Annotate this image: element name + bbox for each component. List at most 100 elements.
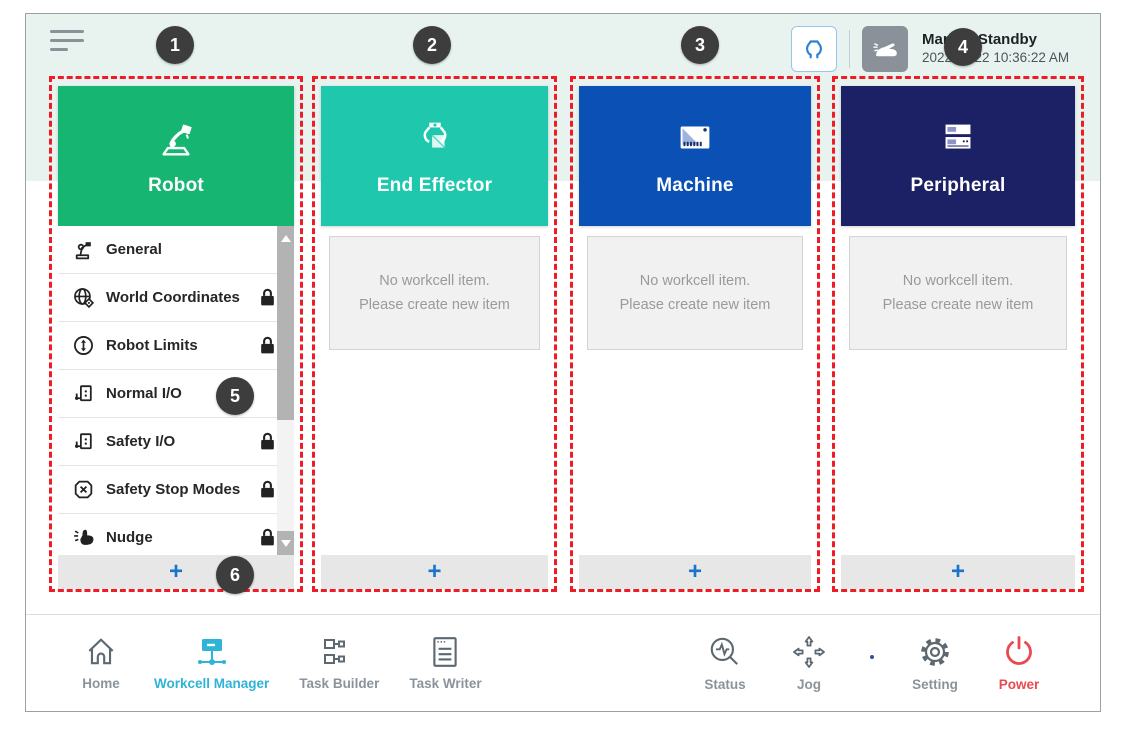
- lock-icon: [259, 432, 276, 451]
- task-builder-icon: [321, 635, 357, 669]
- machine-empty-placeholder: No workcell item. Please create new item: [587, 236, 803, 350]
- list-item-world-coordinates[interactable]: World Coordinates: [58, 274, 294, 322]
- plus-icon: +: [427, 558, 442, 585]
- plus-icon: +: [950, 558, 965, 585]
- empty-text-line1: No workcell item.: [639, 273, 751, 289]
- hamburger-menu-icon[interactable]: [50, 30, 88, 60]
- lock-icon: [259, 336, 276, 355]
- list-item-nudge[interactable]: Nudge: [58, 514, 294, 555]
- empty-text-line1: No workcell item.: [902, 273, 1014, 289]
- scroll-up-button[interactable]: [277, 226, 294, 250]
- task-writer-icon: [428, 635, 462, 669]
- nav-label: Workcell Manager: [154, 676, 270, 691]
- empty-text-line2: Please create new item: [619, 297, 771, 313]
- plus-icon: +: [687, 558, 702, 585]
- peripheral-icon: [935, 115, 981, 161]
- end-effector-icon: [412, 115, 458, 161]
- end-effector-category-tile[interactable]: End Effector: [321, 86, 548, 226]
- nav-label: Task Writer: [409, 676, 482, 691]
- list-item-label: World Coordinates: [106, 289, 240, 306]
- robot-icon: [153, 115, 199, 161]
- end-effector-add-item-button[interactable]: +: [321, 555, 548, 589]
- gripper-icon: [799, 34, 829, 64]
- nudge-icon: [68, 526, 98, 549]
- hand-guide-button[interactable]: [862, 26, 908, 72]
- scroll-up-icon: [280, 234, 291, 242]
- list-item-label: Nudge: [106, 529, 153, 546]
- list-item-label: General: [106, 241, 162, 258]
- robot-list-scrollbar[interactable]: [277, 226, 294, 555]
- safety-io-icon: [68, 430, 98, 453]
- robot-limits-icon: [68, 334, 98, 357]
- list-item-normal-io[interactable]: Normal I/O: [58, 370, 294, 418]
- nav-label: Task Builder: [299, 676, 380, 691]
- list-item-label: Robot Limits: [106, 337, 198, 354]
- nav-workcell-manager[interactable]: Workcell Manager: [154, 635, 269, 691]
- end-effector-tile-label: End Effector: [376, 175, 493, 196]
- machine-icon: [672, 115, 718, 161]
- setting-icon: [917, 634, 953, 670]
- annotation-badge-6: 6: [216, 556, 254, 594]
- scroll-down-button[interactable]: [277, 531, 294, 555]
- nav-label: Jog: [796, 677, 821, 692]
- annotation-region-end-effector: End Effector No workcell item. Please cr…: [312, 76, 557, 592]
- topbar-divider: [849, 30, 850, 68]
- world-coordinates-icon: [68, 286, 98, 309]
- scrollbar-thumb[interactable]: [277, 250, 294, 420]
- empty-text-line1: No workcell item.: [379, 273, 490, 289]
- machine-add-item-button[interactable]: +: [579, 555, 811, 589]
- annotation-region-robot: Robot General: [49, 76, 303, 592]
- empty-text-line2: Please create new item: [359, 297, 510, 313]
- list-item-safety-stop-modes[interactable]: Safety Stop Modes: [58, 466, 294, 514]
- gripper-mode-button[interactable]: [791, 26, 837, 72]
- nav-task-builder[interactable]: Task Builder: [299, 635, 379, 691]
- plus-icon: +: [168, 558, 183, 585]
- nav-label: Setting: [912, 677, 958, 692]
- nav-home[interactable]: Home: [78, 635, 124, 691]
- topbar-right: Manual Standby 2022.02.22 10:36:22 AM: [791, 24, 1088, 74]
- robot-tile-label: Robot: [148, 175, 204, 196]
- annotation-badge-4: 4: [944, 28, 982, 66]
- nav-task-writer[interactable]: Task Writer: [409, 635, 482, 691]
- hand-icon: [869, 33, 901, 65]
- peripheral-tile-label: Peripheral: [910, 175, 1006, 196]
- peripheral-category-tile[interactable]: Peripheral: [841, 86, 1075, 226]
- annotation-region-machine: Machine No workcell item. Please create …: [570, 76, 820, 592]
- list-item-safety-io[interactable]: Safety I/O: [58, 418, 294, 466]
- machine-tile-label: Machine: [656, 175, 734, 196]
- robot-item-list: General World Coordinates: [58, 226, 294, 555]
- annotation-badge-2: 2: [413, 26, 451, 64]
- nav-setting[interactable]: Setting: [912, 634, 958, 692]
- annotation-badge-1: 1: [156, 26, 194, 64]
- machine-category-tile[interactable]: Machine: [579, 86, 811, 226]
- empty-text-line2: Please create new item: [882, 297, 1034, 313]
- list-item-robot-limits[interactable]: Robot Limits: [58, 322, 294, 370]
- end-effector-empty-placeholder: No workcell item. Please create new item: [329, 236, 540, 350]
- list-item-label: Safety Stop Modes: [106, 481, 241, 498]
- home-icon: [84, 635, 118, 669]
- annotation-region-peripheral: Peripheral No workcell item. Please crea…: [832, 76, 1084, 592]
- nav-status[interactable]: Status: [702, 634, 748, 692]
- power-icon: [1001, 634, 1037, 670]
- robot-add-item-button[interactable]: +: [58, 555, 294, 589]
- nav-label: Home: [82, 676, 120, 691]
- lock-icon: [259, 480, 276, 499]
- nav-label: Status: [704, 677, 746, 692]
- bottom-navigation: Home Workcell Manag: [26, 614, 1100, 711]
- scroll-down-icon: [280, 539, 291, 547]
- robot-category-tile[interactable]: Robot: [58, 86, 294, 226]
- peripheral-add-item-button[interactable]: +: [841, 555, 1075, 589]
- nav-right-group: Status Jog: [702, 634, 1100, 692]
- workcell-manager-icon: [194, 635, 230, 669]
- list-item-general[interactable]: General: [58, 226, 294, 274]
- lock-icon: [259, 528, 276, 547]
- normal-io-icon: [68, 382, 98, 405]
- robot-general-icon: [68, 238, 98, 261]
- nav-label: Power: [998, 677, 1040, 692]
- app-window: Manual Standby 2022.02.22 10:36:22 AM Ro…: [25, 13, 1101, 712]
- nav-power[interactable]: Power: [996, 634, 1042, 692]
- status-icon: [707, 634, 743, 670]
- list-item-label: Normal I/O: [106, 385, 182, 402]
- nav-jog[interactable]: Jog: [786, 634, 832, 692]
